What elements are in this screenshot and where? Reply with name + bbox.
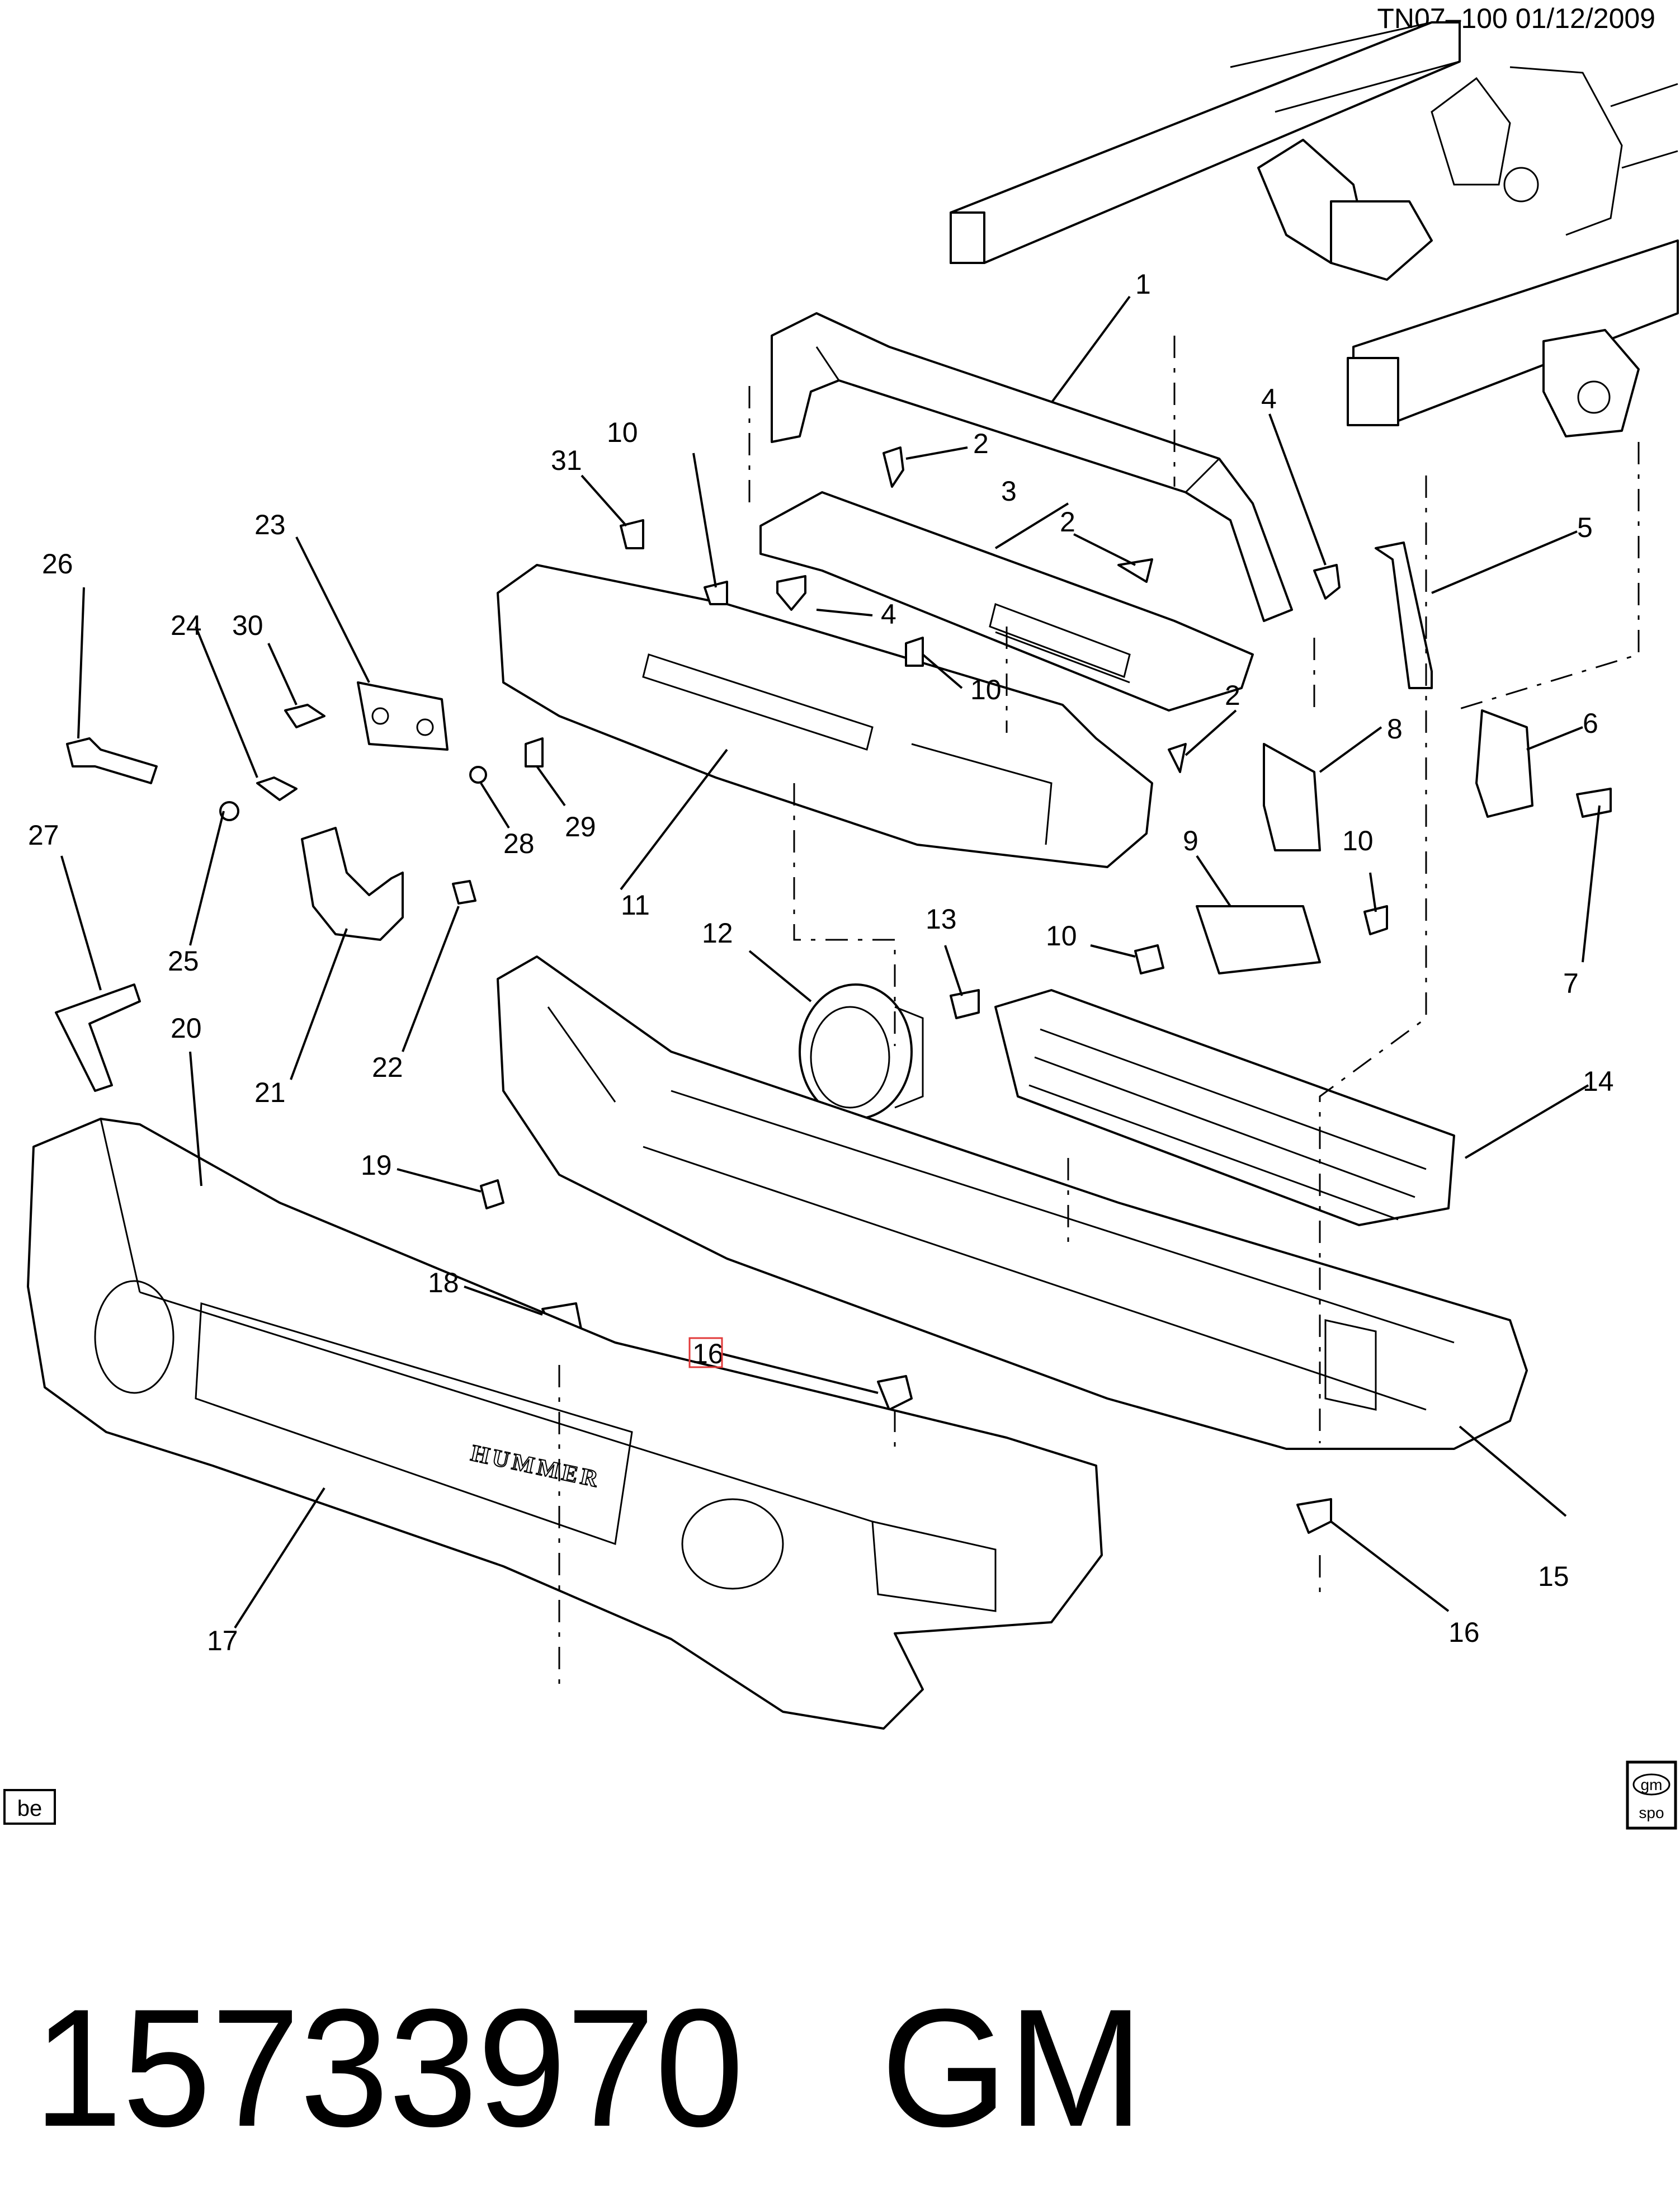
callout-22: 22 bbox=[372, 1052, 403, 1083]
bolt-26 bbox=[66, 737, 158, 784]
nut-10b bbox=[905, 637, 924, 667]
callout-27: 27 bbox=[28, 820, 59, 851]
manufacturer: GM bbox=[881, 1974, 1144, 2162]
callout-8: 8 bbox=[1387, 713, 1403, 745]
bolt-2a bbox=[883, 446, 904, 488]
badge-gmspo-line2: spo bbox=[1639, 1804, 1664, 1821]
callout-2a: 2 bbox=[973, 428, 989, 459]
callout-10d: 10 bbox=[1046, 920, 1077, 952]
part-27-trim-pad bbox=[55, 983, 141, 1092]
badge-be: be bbox=[3, 1789, 56, 1825]
callout-15: 15 bbox=[1538, 1561, 1569, 1592]
nut-22 bbox=[452, 880, 476, 905]
callout-20: 20 bbox=[171, 1013, 202, 1044]
nut-10d bbox=[1134, 944, 1164, 974]
bolt-2b bbox=[1117, 558, 1153, 583]
bolt-7 bbox=[1576, 788, 1612, 818]
callout-11: 11 bbox=[621, 889, 650, 921]
callout-labels: 1 2 3 2 4 2 10 31 10 4 5 6 8 9 10 10 7 1… bbox=[28, 269, 1614, 1656]
part-12-fog-lamp bbox=[799, 983, 924, 1120]
callout-17: 17 bbox=[207, 1625, 238, 1656]
callout-1: 1 bbox=[1135, 269, 1151, 300]
retainer-16a bbox=[877, 1375, 913, 1411]
callout-5: 5 bbox=[1577, 512, 1593, 543]
clip-19 bbox=[480, 1179, 504, 1209]
bolt-24 bbox=[256, 776, 298, 801]
bolt-30 bbox=[284, 704, 325, 728]
callout-10a: 10 bbox=[607, 417, 638, 448]
bracket-6 bbox=[1475, 709, 1533, 818]
brackets bbox=[1196, 541, 1533, 974]
vehicle-frame bbox=[950, 21, 1679, 437]
callout-10b: 10 bbox=[970, 674, 1002, 705]
callout-10c: 10 bbox=[1342, 825, 1374, 856]
part-14-grille bbox=[994, 989, 1455, 1226]
part-1-bumper-bracket bbox=[771, 312, 1293, 622]
part-3-impact-bar bbox=[759, 491, 1254, 712]
callout-leaders bbox=[60, 295, 1601, 1629]
callout-18: 18 bbox=[428, 1267, 459, 1298]
bracket-5 bbox=[1375, 541, 1433, 689]
assembly-centerlines bbox=[558, 336, 1640, 1684]
callout-25: 25 bbox=[168, 945, 199, 977]
bracket-9 bbox=[1196, 905, 1321, 974]
part-17-front-fascia bbox=[27, 1118, 1103, 1730]
callout-6: 6 bbox=[1583, 708, 1598, 739]
callout-24: 24 bbox=[171, 610, 202, 641]
callout-29: 29 bbox=[565, 811, 596, 842]
callout-12: 12 bbox=[702, 917, 733, 949]
badge-be-text: be bbox=[17, 1796, 43, 1821]
part-number: 15733970 bbox=[34, 1974, 744, 2162]
callout-21: 21 bbox=[254, 1077, 286, 1108]
part-15-energy-absorber bbox=[497, 955, 1528, 1450]
callout-16a: 16 bbox=[692, 1338, 724, 1369]
callout-31: 31 bbox=[551, 445, 582, 476]
callout-30: 30 bbox=[232, 610, 263, 641]
callout-28: 28 bbox=[503, 828, 535, 859]
screw-28 bbox=[469, 766, 487, 784]
callout-16a-highlight bbox=[688, 1337, 723, 1368]
part-23-tow-hook-bracket bbox=[357, 681, 449, 751]
bracket-8 bbox=[1263, 743, 1321, 851]
screw-13 bbox=[950, 989, 980, 1019]
clip-31 bbox=[620, 519, 644, 549]
fastener-4b bbox=[1313, 564, 1341, 600]
retainer-16b bbox=[1296, 1498, 1332, 1534]
callout-14: 14 bbox=[1583, 1066, 1614, 1097]
callout-19: 19 bbox=[361, 1150, 392, 1181]
callout-7: 7 bbox=[1563, 968, 1579, 999]
badge-gmspo-logo: gm spo bbox=[1626, 1760, 1677, 1830]
washer-25 bbox=[219, 801, 239, 821]
badge-gmspo-line1: gm bbox=[1641, 1776, 1663, 1793]
fastener-4a bbox=[776, 575, 806, 611]
clip-29 bbox=[525, 737, 544, 767]
part-21-tow-hook bbox=[301, 827, 404, 941]
callout-2c: 2 bbox=[1225, 680, 1240, 711]
callout-3: 3 bbox=[1001, 475, 1017, 507]
callout-9: 9 bbox=[1183, 825, 1198, 856]
callout-13: 13 bbox=[926, 903, 957, 935]
callout-4b: 4 bbox=[1261, 383, 1277, 415]
nut-10c bbox=[1363, 905, 1388, 935]
nut-10a bbox=[704, 581, 728, 605]
callout-2b: 2 bbox=[1060, 506, 1075, 538]
callout-23: 23 bbox=[254, 509, 286, 540]
callout-16b: 16 bbox=[1448, 1617, 1480, 1648]
callout-4a: 4 bbox=[881, 599, 896, 630]
callout-26: 26 bbox=[42, 548, 73, 580]
bolt-2c bbox=[1168, 743, 1187, 773]
